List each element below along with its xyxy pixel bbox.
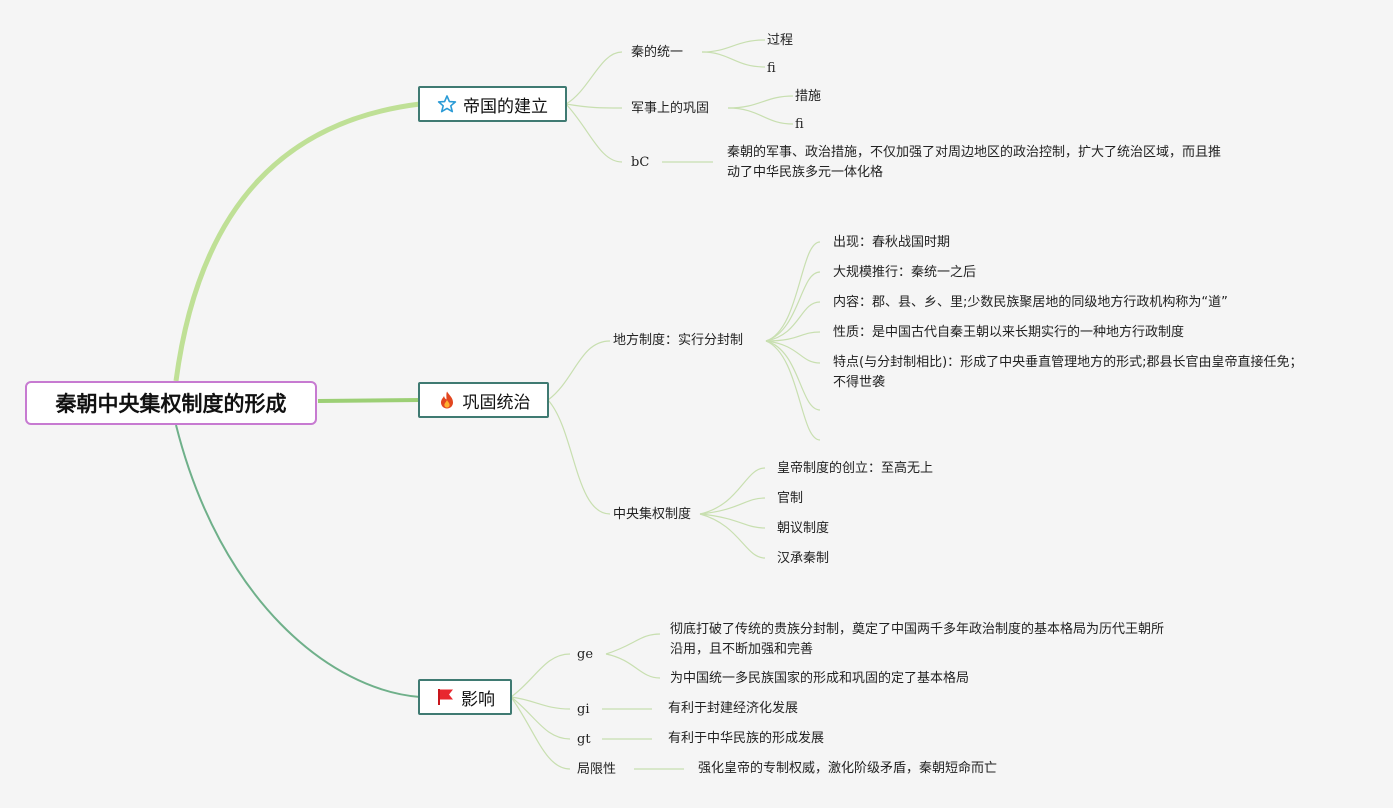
node-gt[interactable]: gt: [577, 732, 591, 747]
topic-consolidate[interactable]: 巩固统治: [418, 382, 549, 418]
leaf-unified-nation[interactable]: 为中国统一多民族国家的形成和巩固的定了基本格局: [670, 671, 970, 686]
topic-empire-label: 帝国的建立: [463, 96, 548, 117]
node-gi[interactable]: gi: [577, 702, 590, 717]
fire-icon: [437, 390, 457, 410]
topic-consolidate-label: 巩固统治: [462, 392, 531, 413]
leaf-emperor-system[interactable]: 皇帝制度的创立：至高无上: [777, 461, 934, 476]
topic-influence-label: 影响: [461, 689, 495, 710]
leaf-qin-measures-effect[interactable]: 秦朝的军事、政治措施，不仅加强了对周边地区的政治控制，扩大了统治区域，而且推动了…: [727, 145, 1222, 180]
empire-subtree-lines: [565, 39, 794, 163]
node-limitations[interactable]: 局限性: [577, 762, 617, 777]
leaf-broke-feudal-system[interactable]: 彻底打破了传统的贵族分封制，奠定了中国两千多年政治制度的基本格局为历代王朝所沿用…: [670, 622, 1165, 657]
connector-root-to-empire: [173, 101, 421, 382]
leaf-process[interactable]: 过程: [767, 33, 794, 48]
leaf-measures[interactable]: 措施: [795, 89, 822, 104]
node-bc[interactable]: bC: [631, 155, 650, 170]
consolidate-subtree-lines: [547, 241, 821, 559]
leaf-autocracy[interactable]: 强化皇帝的专制权威，激化阶级矛盾，秦朝短命而亡: [698, 761, 998, 776]
leaf-fi-1[interactable]: fi: [767, 61, 776, 76]
node-local-system[interactable]: 地方制度：实行分封制: [613, 333, 744, 348]
root-topic[interactable]: 秦朝中央集权制度的形成: [25, 381, 317, 425]
connector-root-to-influence: [175, 424, 421, 698]
node-military-consolidation[interactable]: 军事上的巩固: [631, 101, 710, 116]
topic-influence[interactable]: 影响: [418, 679, 512, 715]
leaf-content[interactable]: 内容：郡、县、乡、里;少数民族聚居地的同级地方行政机构称为“道”: [833, 295, 1228, 310]
leaf-promotion[interactable]: 大规模推行：秦统一之后: [833, 265, 977, 280]
influence-subtree-lines: [510, 633, 684, 770]
node-qin-unification[interactable]: 秦的统一: [631, 45, 684, 60]
leaf-official-system[interactable]: 官制: [777, 491, 804, 506]
leaf-economy[interactable]: 有利于封建经济化发展: [668, 701, 799, 716]
topic-empire[interactable]: 帝国的建立: [418, 86, 567, 122]
connector-root-to-consolidate: [317, 398, 421, 403]
node-central-system[interactable]: 中央集权制度: [613, 507, 692, 522]
star-icon: [437, 94, 457, 114]
leaf-nature[interactable]: 性质：是中国古代自秦王朝以来长期实行的一种地方行政制度: [833, 325, 1185, 340]
leaf-fi-2[interactable]: fi: [795, 117, 804, 132]
leaf-origin[interactable]: 出现：春秋战国时期: [833, 235, 951, 250]
leaf-court-discussion[interactable]: 朝议制度: [777, 521, 830, 536]
leaf-nation-formation[interactable]: 有利于中华民族的形成发展: [668, 731, 825, 746]
leaf-features[interactable]: 特点(与分封制相比)：形成了中央垂直管理地方的形式;郡县长官由皇帝直接任免；不得…: [833, 355, 1303, 390]
leaf-han-inherits-qin[interactable]: 汉承秦制: [777, 551, 830, 566]
node-ge[interactable]: ge: [577, 647, 594, 662]
root-topic-label: 秦朝中央集权制度的形成: [55, 392, 287, 416]
flag-icon: [435, 687, 455, 707]
